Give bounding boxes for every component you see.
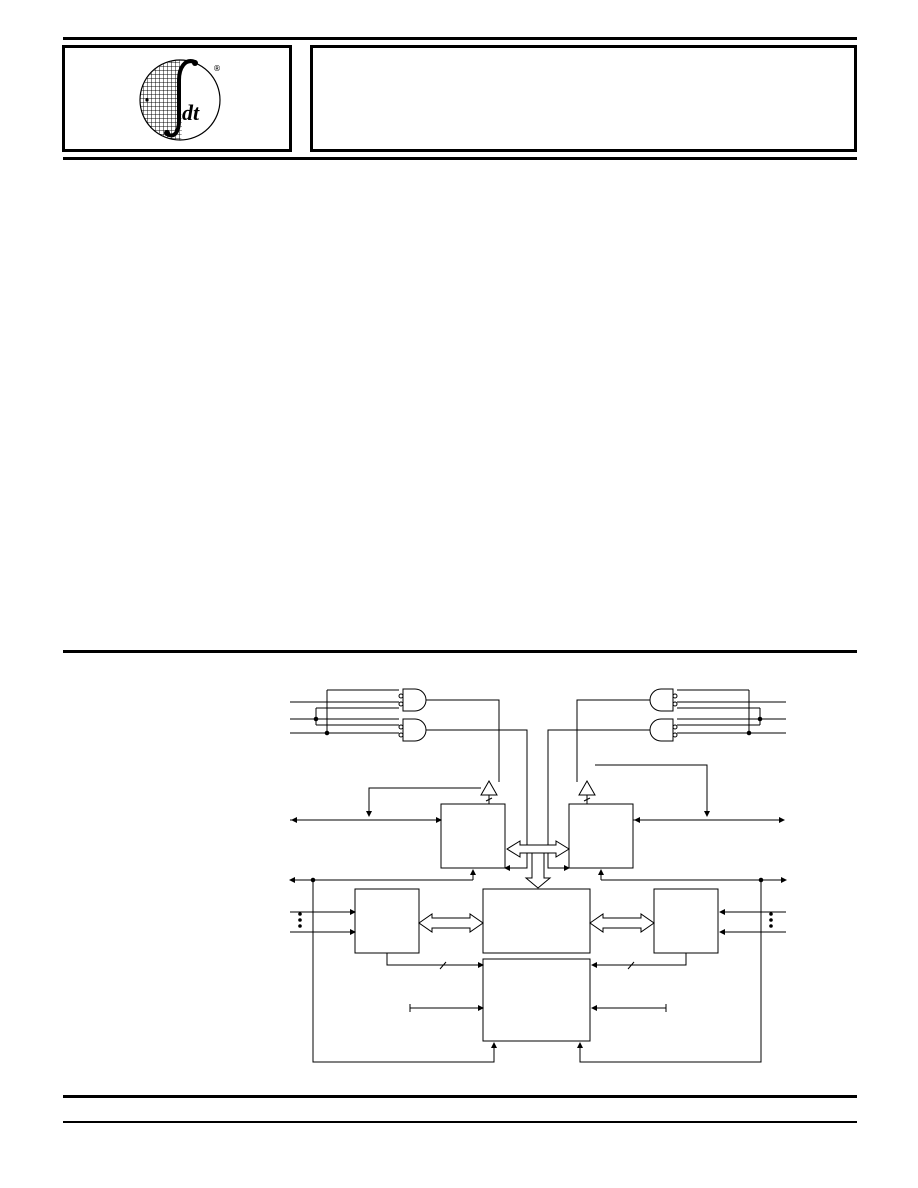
left-gate-upper [398, 688, 427, 712]
header-bottom-rule [63, 157, 857, 160]
title-box [310, 45, 857, 152]
logo-lettering: dt [182, 100, 200, 125]
section-rule [63, 650, 857, 653]
right-io-box [653, 888, 719, 954]
bottom-rule-lower [63, 1121, 857, 1123]
top-rule [63, 37, 857, 40]
left-control-box [440, 803, 506, 869]
right-control-box [568, 803, 634, 869]
registered-mark: ® [213, 64, 221, 73]
idt-logo-icon: dt ® [139, 59, 221, 141]
logo-box: dt ® [62, 45, 292, 152]
left-gate-lower [398, 718, 427, 742]
right-gate-upper [649, 688, 678, 712]
bottom-rule-upper [63, 1095, 857, 1098]
right-gate-lower [649, 718, 678, 742]
left-io-box [354, 888, 420, 954]
logic-box [482, 958, 591, 1042]
memory-array-box [482, 888, 591, 954]
